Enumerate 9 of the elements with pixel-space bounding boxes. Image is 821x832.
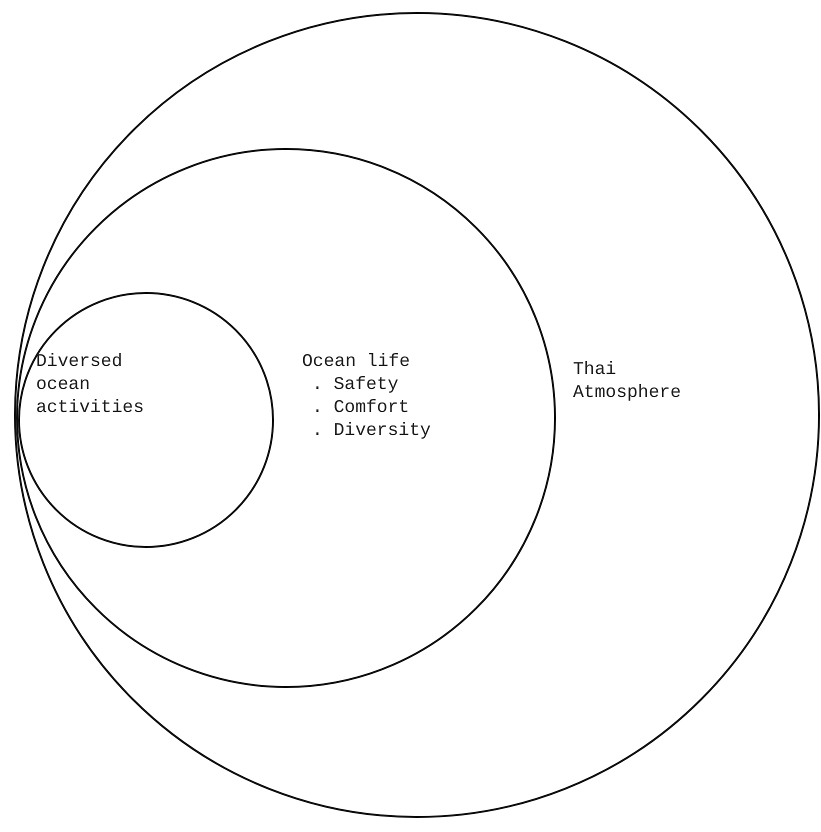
middle-circle bbox=[16, 148, 556, 688]
circle-label: Thai Atmosphere bbox=[573, 359, 682, 405]
inner-circle bbox=[18, 292, 274, 548]
list-item: . Diversity bbox=[312, 420, 432, 443]
outer-circle bbox=[14, 12, 820, 818]
list-item: . Comfort bbox=[312, 397, 410, 420]
circle-label: Ocean life bbox=[302, 351, 412, 374]
circle-label: Diversed ocean activities bbox=[36, 351, 146, 420]
list-item: . Safety bbox=[312, 374, 400, 397]
